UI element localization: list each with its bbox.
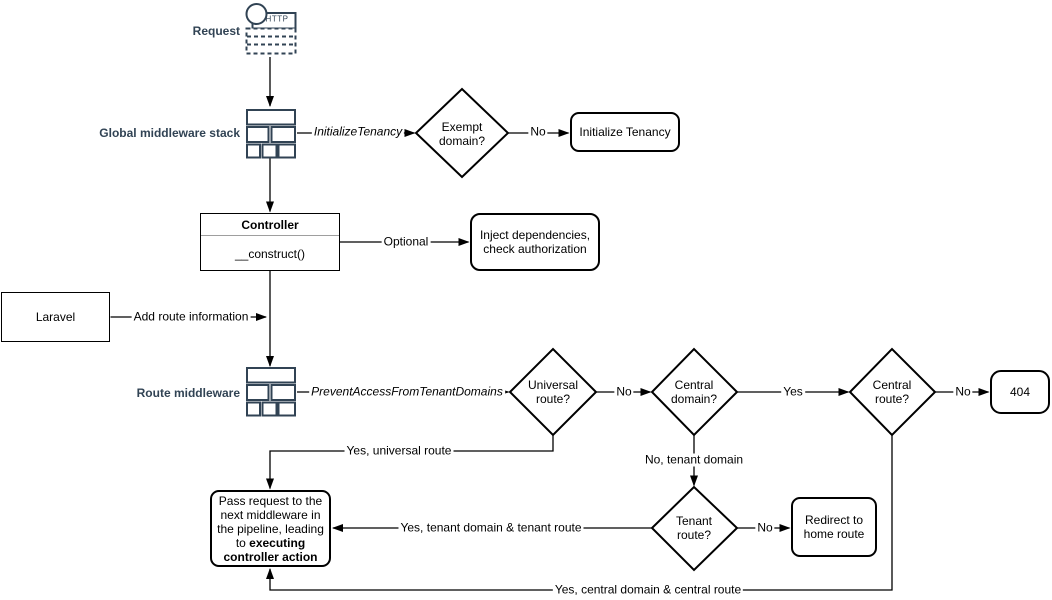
pass-request-node: Pass request to the next middleware in t… [210, 490, 331, 567]
edge-label-central-domain-yes: Yes [781, 384, 805, 399]
universal-route-diamond [508, 347, 598, 437]
edge-label-optional: Optional [381, 234, 431, 249]
initialize-tenancy-text: Initialize Tenancy [579, 125, 671, 139]
404-text: 404 [1009, 385, 1031, 399]
inject-dependencies-text: Inject dependencies, check authorization [479, 228, 591, 256]
controller-node: Controller __construct() [200, 213, 340, 271]
http-request-icon [245, 3, 297, 55]
http-request-circle [245, 3, 268, 25]
tenant-route-diamond [650, 485, 739, 572]
laravel-text: Laravel [35, 310, 76, 324]
route-middleware-stack-icon [246, 367, 296, 417]
universal-route-text: Universal route? [527, 378, 578, 406]
central-domain-diamond [650, 347, 739, 437]
request-label: Request [192, 24, 240, 38]
edge-label-universal-yes: Yes, universal route [344, 443, 454, 458]
edge-label-tenant-domain-no: No, tenant domain [642, 452, 746, 467]
pass-request-text: Pass request to the next middleware in t… [214, 494, 327, 564]
edge-label-central-yes: Yes, central domain & central route [552, 582, 744, 597]
edge-label-tenant-yes: Yes, tenant domain & tenant route [398, 520, 584, 535]
route-middleware-label: Route middleware [136, 386, 240, 400]
decision-diamonds [414, 87, 937, 572]
central-domain-text: Central domain? [670, 378, 718, 406]
edge-label-prevent-access: PreventAccessFromTenantDomains [309, 384, 505, 399]
pass-request-text-bold: executing controller action [223, 535, 318, 564]
edge-label-exempt-no: No [528, 124, 548, 139]
edge-label-initialize-tenancy: InitializeTenancy [311, 124, 405, 139]
exempt-domain-diamond [414, 87, 510, 179]
edge-label-universal-no: No [614, 384, 634, 399]
tenant-route-text: Tenant route? [675, 514, 713, 542]
http-request-body-box [245, 27, 297, 55]
central-route-text: Central route? [872, 378, 912, 406]
central-route-diamond [848, 347, 937, 437]
global-middleware-label: Global middleware stack [99, 126, 240, 140]
edge-label-tenant-route-no: No [755, 520, 775, 535]
http-request-body-lines [247, 35, 295, 46]
edge-label-central-route-no: No [953, 384, 973, 399]
redirect-home-text: Redirect to home route [803, 513, 865, 541]
edge-label-add-route-information: Add route information [131, 309, 251, 324]
controller-title: Controller [201, 214, 339, 236]
controller-construct-method: __construct() [234, 246, 306, 261]
pass-request-text-normal: Pass request to the next middleware in t… [217, 493, 324, 550]
redirect-home-node: Redirect to home route [791, 497, 877, 557]
global-middleware-stack-icon [246, 109, 296, 159]
initialize-tenancy-node: Initialize Tenancy [570, 112, 680, 152]
laravel-node: Laravel [1, 292, 110, 342]
http-icon-text: HTTP [265, 14, 289, 24]
exempt-domain-text: Exempt domain? [438, 120, 486, 148]
404-node: 404 [990, 370, 1050, 414]
inject-dependencies-node: Inject dependencies, check authorization [470, 213, 600, 271]
